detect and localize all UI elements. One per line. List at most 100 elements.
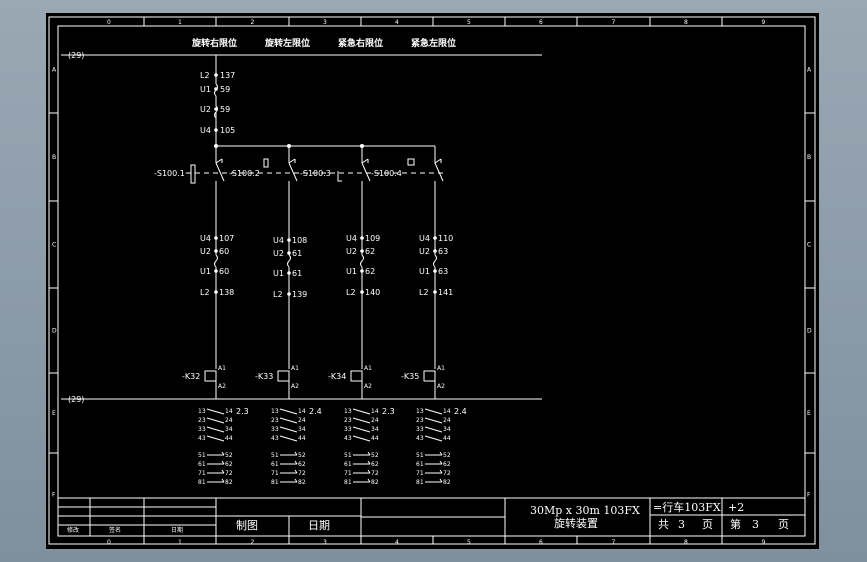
contact-number: 33 [416,426,424,433]
wire-number: 108 [292,236,307,245]
row-index: B [807,154,811,161]
sheet-inner-frame [57,25,806,537]
contact-number: 14 [298,408,306,415]
wire-label: U4 [346,234,357,243]
contact-number: 24 [371,417,379,424]
wire-number: 62 [365,247,375,256]
contact-number: 14 [443,408,451,415]
contact-number: 23 [271,417,279,424]
contact-number: 44 [225,435,233,442]
contact-number: 33 [198,426,206,433]
row-index: B [52,154,56,161]
wire-label: U4 [419,234,430,243]
bottom-bus-ref: (29) [68,395,84,404]
column-index: 0 [107,539,111,546]
contact-number: 24 [298,417,306,424]
contact-number: 44 [443,435,451,442]
contact-number: 61 [198,461,206,468]
row-index: C [807,242,811,249]
wire-number: 138 [219,288,234,297]
wire-number: 105 [220,126,235,135]
page-unit: 页 [702,518,713,531]
coil-terminal: A2 [437,383,445,390]
contact-number: 52 [371,452,379,459]
contact-number: 13 [416,408,424,415]
drawing-title: 30Mp x 30m 103FX [530,504,640,517]
header-labels: 旋转右限位 旋转左限位 紧急右限位 紧急左限位 [191,37,456,49]
rev-label: 日期 [171,526,183,534]
contact-number: 72 [443,470,451,477]
top-bus-ref: (29) [68,51,84,60]
coil-symbol [350,370,363,382]
contact-ref: 2.3 [382,407,395,416]
wire-number: 140 [365,288,380,297]
column-index: 5 [467,539,471,546]
contact-number: 71 [344,470,352,477]
contact-number: 43 [271,435,279,442]
limit-switches: -S100.1 -S100.2 -S100.3 -S100.4 [154,145,446,185]
column-index: 0 [107,19,111,26]
header-label: 旋转右限位 [191,37,237,49]
contact-number: 34 [443,426,451,433]
contact-number: 34 [371,426,379,433]
wire-number: 59 [220,85,230,94]
contact-number: 34 [298,426,306,433]
contact-number: 72 [225,470,233,477]
wire-number: 60 [219,267,229,276]
location-code: +2 [728,501,744,514]
wire-label: L2 [273,290,283,299]
wire-label: U1 [419,267,430,276]
contact-number: 23 [416,417,424,424]
row-index: E [807,410,811,417]
total-pages: 3 [678,518,685,531]
contact-number: 81 [271,479,279,486]
wire-number: 60 [219,247,229,256]
column-index: 6 [539,539,543,546]
wire-number: 59 [220,105,230,114]
wire-label: U1 [346,267,357,276]
wire-label: U2 [419,247,430,256]
wire-number: 109 [365,234,380,243]
contact-ref: 2.3 [236,407,249,416]
contact-ref: 2.4 [454,407,467,416]
column-index: 8 [684,19,688,26]
switch-label: -S100.3 [300,169,331,178]
contact-number: 72 [298,470,306,477]
contact-number: 23 [198,417,206,424]
contact-number: 82 [443,479,451,486]
wire-number: 141 [438,288,453,297]
coil-terminal: A1 [437,365,445,372]
contact-number: 81 [416,479,424,486]
column-index: 7 [612,539,616,546]
contact-number: 81 [344,479,352,486]
switch-label: -S100.4 [371,169,402,178]
header-label: 旋转左限位 [264,37,310,49]
column-index: 2 [251,539,255,546]
column-index: 3 [323,19,327,26]
drawn-label: 制图 [236,519,258,532]
contact-number: 51 [416,452,424,459]
row-index: F [807,492,811,499]
column-index: 9 [762,539,766,546]
column-index: 7 [612,19,616,26]
date-label: 日期 [308,519,330,532]
row-index: A [52,67,57,74]
contact-number: 82 [298,479,306,486]
wire-number: 63 [438,247,448,256]
wire-number: 139 [292,290,307,299]
contact-number: 23 [344,417,352,424]
page-number: 3 [752,518,759,531]
row-index: C [52,242,56,249]
contact-number: 62 [371,461,379,468]
rev-label: 修改 [67,526,79,534]
rev-label: 签名 [109,526,121,534]
contact-number: 14 [225,408,233,415]
column-index: 3 [323,539,327,546]
wire-label: U2 [200,247,211,256]
coil-terminal: A1 [218,365,226,372]
contact-number: 71 [416,470,424,477]
